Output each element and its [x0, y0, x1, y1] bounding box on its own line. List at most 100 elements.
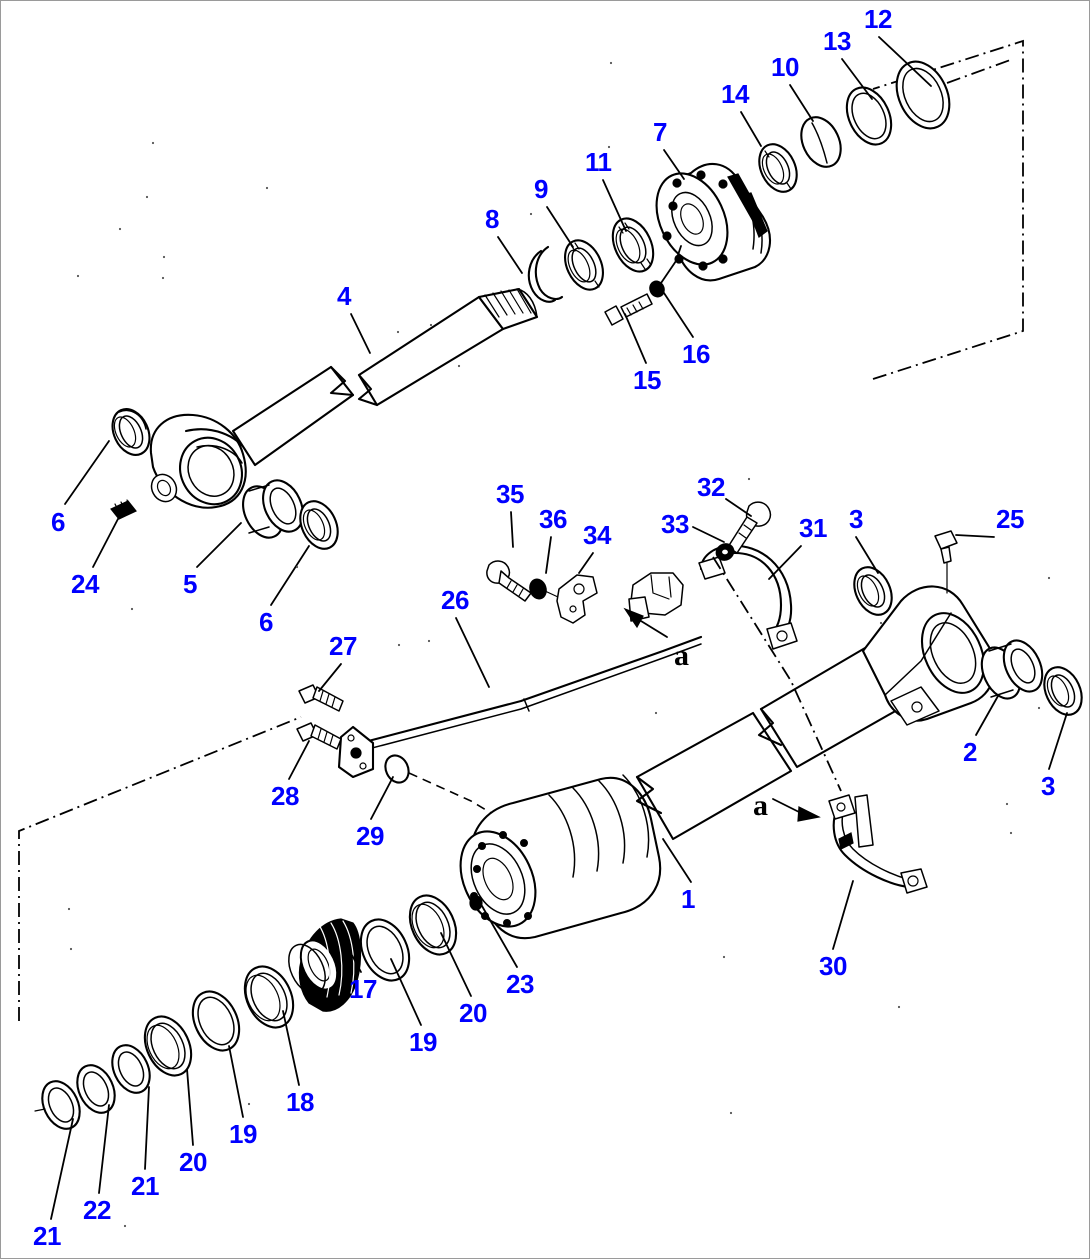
leader-line-9 [546, 206, 574, 248]
part-33-washer [715, 543, 735, 561]
cylinder-head-gland [459, 774, 662, 940]
callout-3-25[interactable]: 3 [849, 504, 863, 534]
callout-34-21[interactable]: 34 [583, 520, 611, 550]
callout-27-15[interactable]: 27 [329, 631, 357, 661]
part-19-ring-left [191, 990, 241, 1052]
callout-15-9[interactable]: 15 [633, 365, 661, 395]
callout-11-5[interactable]: 11 [585, 147, 612, 177]
leader-line-32 [725, 498, 752, 517]
part-14-seal-ring [758, 143, 798, 193]
callout-35-19[interactable]: 35 [496, 479, 524, 509]
part-5-bushing [242, 479, 304, 539]
part-3-seal-right [1043, 666, 1083, 716]
part-25-grease-fitting [934, 530, 958, 594]
part-31-clamp [698, 544, 798, 650]
callout-25-26[interactable]: 25 [996, 504, 1024, 534]
callout-24-12[interactable]: 24 [71, 569, 99, 599]
callout-32-23[interactable]: 32 [697, 472, 725, 502]
part-26-hydraulic-tube [351, 635, 703, 754]
leader-line-3 [855, 536, 879, 574]
callout-1-30[interactable]: 1 [681, 884, 695, 914]
part-28-bolt [296, 722, 342, 750]
detail-arrow-upper [623, 607, 668, 638]
callout-22-39[interactable]: 22 [83, 1195, 111, 1225]
leader-line-23 [481, 905, 518, 968]
cylinder-base-eye [861, 585, 996, 726]
callout-23-31[interactable]: 23 [506, 969, 534, 999]
callout-36-20[interactable]: 36 [539, 504, 567, 534]
piston-rod-lower-segment [231, 365, 355, 467]
part-24-grease-fitting [110, 499, 137, 520]
piston-rod-upper-segment [357, 295, 505, 407]
callout-4-8[interactable]: 4 [337, 281, 351, 311]
leader-line-21 [144, 1086, 150, 1170]
leader-line-22 [98, 1104, 110, 1194]
leader-line-15 [624, 313, 647, 364]
callout-29-18[interactable]: 29 [356, 821, 384, 851]
callout-7-4[interactable]: 7 [653, 117, 667, 147]
callout-3-28[interactable]: 3 [1041, 771, 1055, 801]
callout-19-33[interactable]: 19 [409, 1027, 437, 1057]
callout-8-7[interactable]: 8 [485, 204, 499, 234]
callout-21-40[interactable]: 21 [33, 1221, 61, 1251]
callout-12-0[interactable]: 12 [864, 4, 892, 34]
part-2-bushing [980, 639, 1044, 700]
part-11-seal-ring [611, 217, 655, 273]
callout-31-24[interactable]: 31 [799, 513, 827, 543]
callout-33-22[interactable]: 33 [661, 509, 689, 539]
part-21-ring-lower [34, 1080, 81, 1130]
leader-line-36 [545, 536, 552, 574]
leader-line-2 [975, 695, 999, 736]
part-32-bolt [727, 501, 772, 554]
piston-rod-thread [477, 287, 539, 331]
part-15-bolt [604, 293, 653, 326]
leader-line-1 [662, 838, 692, 883]
callout-14-3[interactable]: 14 [721, 79, 749, 109]
part-22-ring [76, 1064, 116, 1114]
part-34-bracket [556, 574, 598, 624]
callout-5-13[interactable]: 5 [183, 569, 197, 599]
callout-19-36[interactable]: 19 [229, 1119, 257, 1149]
callout-9-6[interactable]: 9 [534, 174, 548, 204]
callout-30-29[interactable]: 30 [819, 951, 847, 981]
part-10-bushing [800, 116, 842, 168]
part-6-lower-bushing [299, 500, 339, 550]
part-19-ring-right [359, 918, 411, 982]
part-9-backup-ring [564, 239, 604, 291]
leader-line-31 [768, 545, 802, 580]
callout-16-10[interactable]: 16 [682, 339, 710, 369]
leader-line-6 [270, 545, 310, 606]
part-29-o-ring [384, 754, 502, 820]
leader-line-25 [955, 534, 995, 538]
callout-20-37[interactable]: 20 [179, 1147, 207, 1177]
detail-arrow-lower [772, 798, 821, 822]
leader-line-3 [1048, 712, 1068, 770]
leader-line-14 [740, 111, 762, 147]
leader-line-7 [663, 149, 685, 180]
callout-6-11[interactable]: 6 [51, 507, 65, 537]
leader-line-4 [350, 313, 371, 354]
leader-line-17 [338, 930, 362, 973]
part-35-bolt [486, 560, 532, 602]
part-20-ring-left [143, 1015, 193, 1077]
leader-line-6 [64, 440, 110, 505]
part-27-bolt [298, 684, 344, 712]
leader-line-20 [186, 1068, 194, 1146]
callout-18-35[interactable]: 18 [286, 1087, 314, 1117]
scan-specks [67, 61, 1051, 1228]
leader-line-12 [878, 36, 932, 87]
callout-13-1[interactable]: 13 [823, 26, 851, 56]
callout-17-34[interactable]: 17 [349, 974, 377, 1004]
part-30-hose-clamp [712, 556, 928, 894]
callout-21-38[interactable]: 21 [131, 1171, 159, 1201]
callout-10-2[interactable]: 10 [771, 52, 799, 82]
callout-2-27[interactable]: 2 [963, 737, 977, 767]
callout-6-14[interactable]: 6 [259, 607, 273, 637]
detail-marker-a-upper: a [674, 639, 689, 672]
leader-line-28 [288, 740, 310, 780]
callout-20-32[interactable]: 20 [459, 998, 487, 1028]
callout-28-16[interactable]: 28 [271, 781, 299, 811]
callout-26-17[interactable]: 26 [441, 585, 469, 615]
leader-line-30 [832, 880, 854, 950]
